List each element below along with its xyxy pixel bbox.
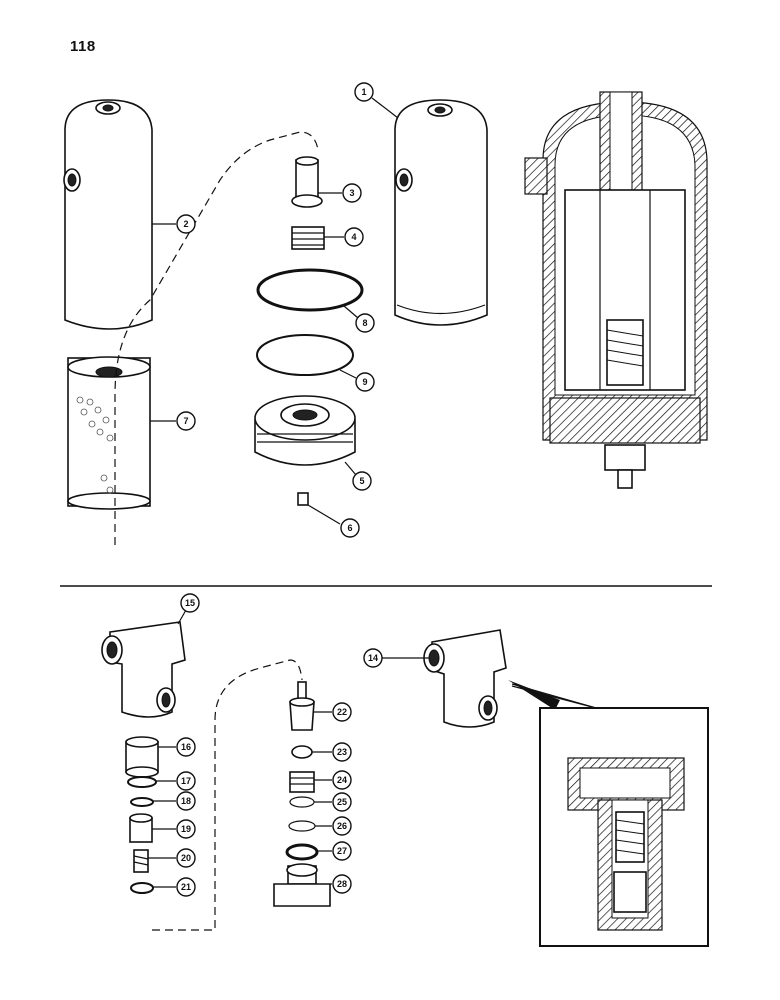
plug-28 — [273, 863, 331, 907]
callout-23: 23 — [312, 742, 352, 762]
o-ring-26 — [288, 820, 316, 832]
callout-22: 22 — [314, 702, 352, 722]
svg-text:1: 1 — [361, 87, 366, 97]
svg-text:4: 4 — [351, 232, 356, 242]
svg-text:3: 3 — [349, 188, 354, 198]
svg-text:19: 19 — [181, 824, 191, 834]
spring-20 — [133, 849, 149, 873]
callout-27: 27 — [317, 841, 352, 861]
callout-24: 24 — [314, 770, 352, 790]
callout-26: 26 — [315, 816, 352, 836]
spring-24 — [289, 771, 315, 793]
o-ring-17 — [127, 776, 157, 788]
svg-text:9: 9 — [362, 377, 367, 387]
svg-text:15: 15 — [185, 598, 195, 608]
svg-text:27: 27 — [337, 846, 347, 856]
filter-housing-left — [63, 99, 153, 330]
svg-text:25: 25 — [337, 797, 347, 807]
filter-element — [67, 356, 151, 510]
svg-text:8: 8 — [362, 318, 367, 328]
svg-text:20: 20 — [181, 853, 191, 863]
svg-text:5: 5 — [359, 476, 364, 486]
callout-9: 9 — [339, 369, 375, 392]
o-ring-21 — [130, 882, 154, 894]
tee-fitting-right — [423, 629, 507, 728]
o-ring-25 — [289, 796, 315, 808]
poppet — [129, 813, 153, 843]
callout-8: 8 — [343, 305, 375, 333]
o-ring-27 — [285, 843, 319, 861]
svg-text:26: 26 — [337, 821, 347, 831]
callout-15: 15 — [177, 593, 200, 625]
callout-25: 25 — [314, 792, 352, 812]
relief-valve — [291, 156, 323, 208]
tee-fitting-left — [101, 621, 186, 718]
svg-text:16: 16 — [181, 742, 191, 752]
callout-19: 19 — [152, 819, 196, 839]
svg-text:23: 23 — [337, 747, 347, 757]
callout-28: 28 — [330, 874, 352, 894]
svg-text:21: 21 — [181, 882, 191, 892]
washer — [291, 745, 313, 759]
svg-text:7: 7 — [183, 416, 188, 426]
filter-housing-right — [394, 99, 488, 326]
callout-3: 3 — [318, 183, 362, 203]
callout-18: 18 — [153, 791, 196, 811]
filter-base — [254, 395, 356, 466]
svg-text:18: 18 — [181, 796, 191, 806]
svg-text:24: 24 — [337, 775, 347, 785]
filter-cross-section — [524, 91, 708, 489]
callout-5: 5 — [344, 461, 372, 491]
plug — [297, 492, 309, 506]
valve-stem — [289, 681, 315, 731]
svg-text:22: 22 — [337, 707, 347, 717]
gasket — [256, 334, 354, 376]
o-ring-18 — [130, 797, 154, 807]
svg-text:28: 28 — [337, 879, 347, 889]
callout-1: 1 — [354, 82, 399, 119]
svg-text:2: 2 — [183, 219, 188, 229]
callout-17: 17 — [156, 771, 196, 791]
callout-14: 14 — [363, 648, 430, 668]
callout-16: 16 — [158, 737, 196, 757]
callout-6: 6 — [307, 504, 360, 538]
large-o-ring — [256, 268, 364, 312]
svg-text:6: 6 — [347, 523, 352, 533]
page-number: 118 — [70, 38, 96, 55]
callout-21: 21 — [153, 877, 196, 897]
check-valve-body — [125, 736, 159, 778]
detail-inset — [539, 707, 709, 947]
spring — [291, 226, 325, 250]
svg-text:14: 14 — [368, 653, 378, 663]
callout-20: 20 — [148, 848, 196, 868]
svg-text:17: 17 — [181, 776, 191, 786]
callout-2: 2 — [152, 214, 196, 234]
callout-7: 7 — [150, 411, 196, 431]
callout-4: 4 — [324, 227, 364, 247]
